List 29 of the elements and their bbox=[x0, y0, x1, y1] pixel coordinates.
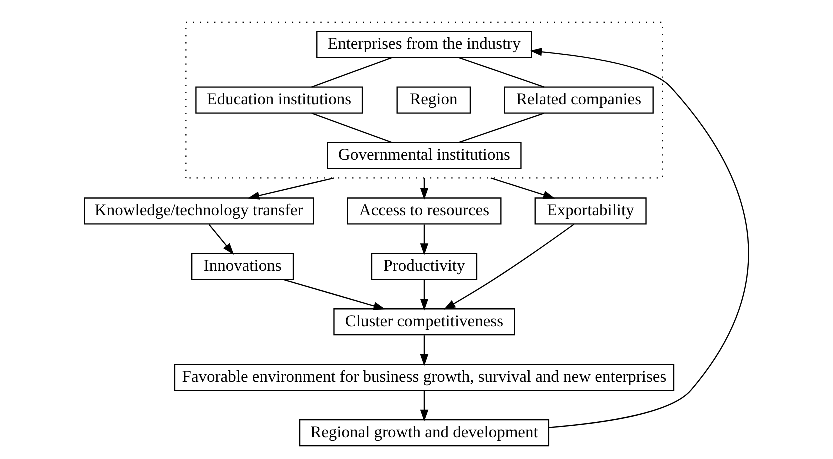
arrow bbox=[420, 280, 428, 311]
arrow bbox=[420, 391, 428, 422]
connector bbox=[311, 112, 392, 144]
arrow bbox=[490, 178, 555, 200]
arrow bbox=[443, 224, 574, 310]
connector bbox=[458, 112, 544, 144]
node-box: Regional growth and development bbox=[298, 419, 550, 447]
node-box: Access to resources bbox=[346, 198, 502, 225]
node-box: Innovations bbox=[190, 253, 294, 280]
arrow bbox=[530, 48, 749, 428]
connector bbox=[311, 57, 392, 88]
node-box: Region bbox=[396, 86, 471, 114]
arrow bbox=[420, 336, 428, 366]
node-box: Productivity bbox=[370, 253, 478, 280]
node-box: Favorable environment for business growth, survival and new enterprises bbox=[174, 364, 674, 392]
node-box: Related companies bbox=[504, 86, 654, 114]
node-box: Enterprises from the industry bbox=[316, 31, 532, 58]
cluster bbox=[185, 22, 663, 179]
arrow bbox=[420, 224, 428, 256]
connector bbox=[458, 57, 544, 88]
node-box: Cluster competitiveness bbox=[333, 308, 515, 336]
arrow bbox=[247, 178, 334, 200]
arrow bbox=[420, 178, 428, 200]
node-box: Education institutions bbox=[195, 86, 363, 114]
node-box: Knowledge/technology transfer bbox=[84, 198, 314, 225]
arrow bbox=[282, 279, 386, 310]
node-box: Governmental institutions bbox=[326, 142, 522, 170]
node-box: Exportability bbox=[534, 198, 646, 225]
arrow bbox=[208, 224, 234, 255]
